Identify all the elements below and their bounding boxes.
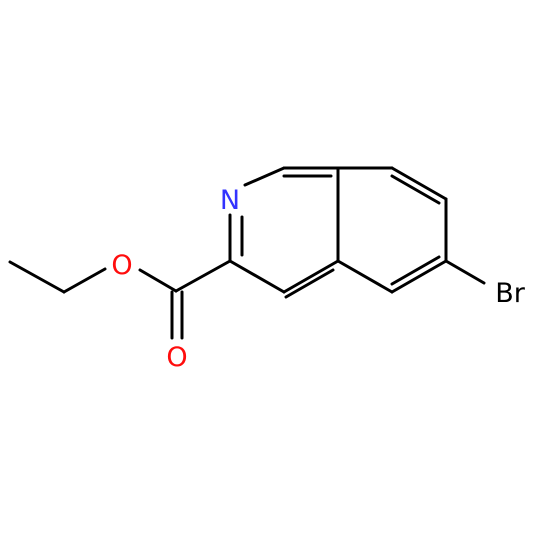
- bond-ethyl-o: [62, 267, 107, 294]
- atom-carbonyl-oxygen: O: [166, 342, 187, 373]
- bond-c6-c5: [390, 259, 448, 294]
- bond-c4a-c4-inner: [284, 268, 335, 299]
- bond-c6-c5-inner: [390, 255, 441, 286]
- atom-nitrogen: N: [220, 185, 240, 216]
- bond-c6-br: [444, 259, 486, 285]
- bond-c5-c4a: [336, 259, 394, 294]
- bond-carbonyl-c3: [174, 259, 232, 293]
- bond-lines: [8, 166, 486, 340]
- bond-c8-c7-inner: [390, 174, 441, 205]
- bond-ethyl-ch3: [8, 260, 66, 294]
- atom-ester-oxygen: O: [111, 250, 132, 281]
- bond-c4-c3: [228, 259, 286, 294]
- bond-o-carbonyl: [138, 268, 178, 293]
- atom-bromine: Br: [495, 278, 526, 309]
- bond-c8-c7: [390, 166, 448, 201]
- bond-c4a-c4: [282, 259, 340, 294]
- bond-n-c1: [243, 166, 286, 187]
